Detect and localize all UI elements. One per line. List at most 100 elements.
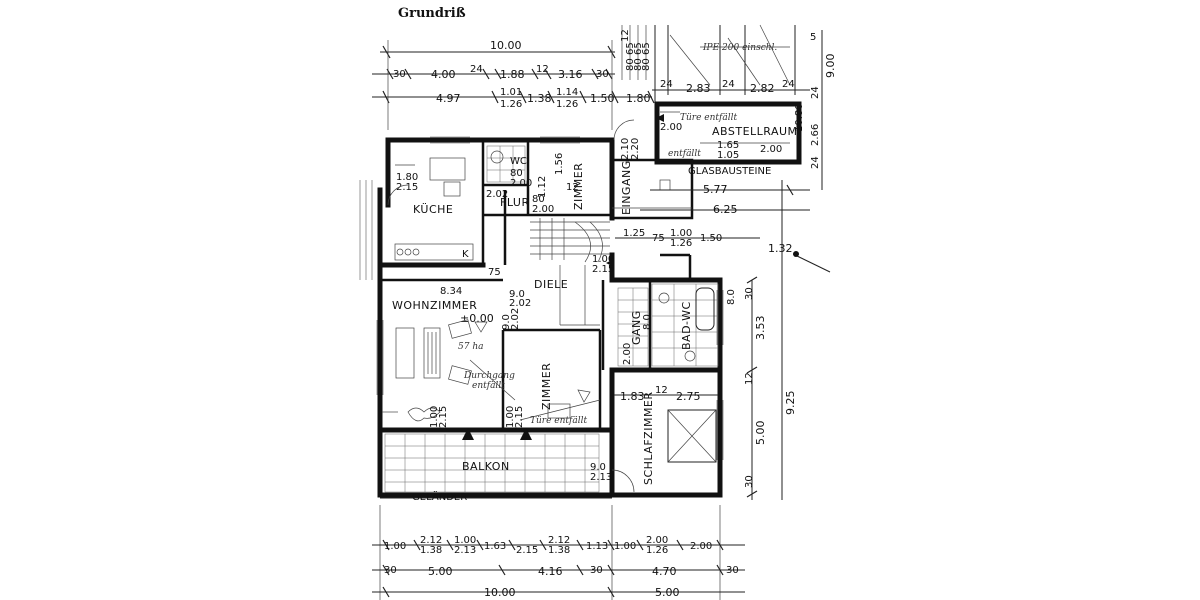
wc-dim-1: 2.00 <box>510 178 532 189</box>
dim-top-total: 10.00 <box>490 39 522 52</box>
dim-t1-1: 4.00 <box>431 68 456 81</box>
dim-tr-0: 24 <box>660 79 673 90</box>
dim-mid-2: 1.00 <box>670 228 692 239</box>
dim-b1-2: 2.12 <box>548 535 570 546</box>
dim-t2-0: 4.97 <box>436 92 461 105</box>
diele-dim-1: 2.02 <box>509 298 531 309</box>
diele-dim-0: 9.0 <box>509 289 525 300</box>
staircase: 1.00 2.15 <box>530 218 614 326</box>
dim-stack-6: 80 <box>641 58 652 71</box>
dim-b-total-1: 5.00 <box>655 586 680 599</box>
diele-dim-3: 9.0 <box>501 314 512 330</box>
dim-tr-2: 24 <box>722 79 735 90</box>
dim-b1-1: 1.00 <box>454 535 476 546</box>
dim-b2-3: 1.63 <box>484 541 506 552</box>
stair-dim-1: 2.15 <box>592 264 614 275</box>
kueche-room: K 1.80 2.15 KÜCHE <box>387 157 474 261</box>
plan-title: Grundriß <box>398 6 466 21</box>
dim-b3-5: 30 <box>726 565 739 576</box>
dim-b3-1: 5.00 <box>428 565 453 578</box>
dim-b2-7: 1.00 <box>614 541 636 552</box>
right-dim-3: 5.00 <box>754 421 767 446</box>
window-markings <box>359 136 724 460</box>
wc-dim-0: 80 <box>510 168 523 179</box>
abstell-d1: 2.00 <box>660 122 682 133</box>
wohn-level: ±0.00 <box>460 312 494 325</box>
gang-corridor: GANG 2.00 8.0 <box>617 287 653 367</box>
room-kueche: KÜCHE <box>413 203 453 216</box>
stair-dim-0: 1.00 <box>592 254 614 265</box>
dim-b2-6: 1.13 <box>586 541 608 552</box>
diele-dim-2: 2.02 <box>510 308 521 330</box>
note-durchgang: Durchgang <box>463 371 515 381</box>
right-dim-2: 9.25 <box>784 391 797 416</box>
svg-text:K: K <box>462 249 469 260</box>
dim-stack-5: 65 <box>641 42 652 55</box>
dim-stack-2: 80 <box>625 58 636 71</box>
schlaf-dim-0: 12 <box>655 385 668 396</box>
dim-b3-3: 30 <box>590 565 603 576</box>
building-walls <box>377 137 723 498</box>
eingang-area: EINGANG 2.10 2.20 <box>613 119 671 215</box>
dim-t2-6: 1.50 <box>590 92 615 105</box>
balkon-dim-0: 1.00 <box>429 406 440 428</box>
dim-b2-9: 2.00 <box>690 541 712 552</box>
room-gang: GANG <box>630 310 643 345</box>
kueche-dim-1: 2.15 <box>396 182 418 193</box>
bad-dim-0: 8.0 <box>726 289 737 305</box>
dim-side-2: 2.66 <box>810 124 821 146</box>
dim-mid-0: 1.25 <box>623 228 645 239</box>
label-glasbausteine: GLASBAUSTEINE <box>688 166 771 177</box>
abstell-d4: 2.00 <box>760 144 782 155</box>
dim-t2-4: 1.14 <box>556 87 578 98</box>
abstellraum-room: Türe entfällt 2.00 ABSTELLRAUM 1.65 1.05… <box>654 101 802 165</box>
room-zimmer-top: ZIMMER <box>572 163 585 210</box>
dim-t1-6: 30 <box>596 69 609 80</box>
balkon-dim-2: 1.00 <box>505 406 516 428</box>
schlaf-door-0: 9.0 <box>590 462 606 473</box>
abstell-d3: 1.05 <box>717 150 739 161</box>
dim-nine: 9.00 <box>824 54 837 79</box>
note-entfaellt-wohn: entfällt <box>472 381 505 391</box>
dim-t1-2: 24 <box>470 64 483 75</box>
room-wohnzimmer: WOHNZIMMER <box>392 299 477 312</box>
dim-stack-4: 80 <box>633 58 644 71</box>
dim-t2-1: 1.01 <box>500 87 522 98</box>
dim-side-3: 24 <box>810 156 821 169</box>
dim-glas-1: 6.25 <box>713 203 738 216</box>
dim-mid-4: 1.50 <box>700 233 722 244</box>
right-dim-5: 30 <box>744 287 755 300</box>
note-ipe: IPE 200 einschl. <box>702 43 777 53</box>
dim-b2-1: 1.38 <box>420 545 442 556</box>
wohn-area: 57 ha <box>458 342 483 352</box>
zimmer-mid-room: ZIMMER Türe entfällt <box>519 363 601 426</box>
gang-dim-1: 8.0 <box>642 314 653 330</box>
wohnzimmer-room: WOHNZIMMER 8.34 ±0.00 57 ha 75 Durchgang… <box>382 267 516 422</box>
dim-b3-2: 4.16 <box>538 565 563 578</box>
eingang-dim-1: 2.20 <box>630 138 641 160</box>
dim-b2-8: 1.26 <box>646 545 668 556</box>
room-balkon: BALKON <box>462 460 510 473</box>
dim-t1-5: 3.16 <box>558 68 583 81</box>
balkon-dim-3: 2.15 <box>514 406 525 428</box>
flur-dim-1: 80 <box>532 194 545 205</box>
dim-t2-3: 1.38 <box>527 92 552 105</box>
dim-mid-3: 1.26 <box>670 238 692 249</box>
schlaf-door-1: 2.13 <box>590 472 612 483</box>
dim-b2-5: 1.38 <box>548 545 570 556</box>
dim-t2-7: 1.80 <box>626 92 651 105</box>
room-wc: WC <box>510 156 527 167</box>
balkon-area: BALKON 1.00 2.15 1.00 2.15 GELÄNDER <box>380 406 612 503</box>
dim-glas-0: 5.77 <box>703 183 728 196</box>
dim-tr-3: 2.82 <box>750 82 775 95</box>
right-dim-4: 30 <box>744 475 755 488</box>
room-zimmer-mid: ZIMMER <box>540 363 553 410</box>
flur-dim-0: 2.02 <box>486 189 508 200</box>
eingang-dim-0: 2.10 <box>620 138 631 160</box>
room-flur: FLUR <box>500 196 530 209</box>
wohn-dim-0: 8.34 <box>440 286 462 297</box>
zimmer-top-dim-0: 1.56 <box>554 153 565 175</box>
balkon-dim-1: 2.15 <box>438 406 449 428</box>
room-diele: DIELE <box>534 278 568 291</box>
